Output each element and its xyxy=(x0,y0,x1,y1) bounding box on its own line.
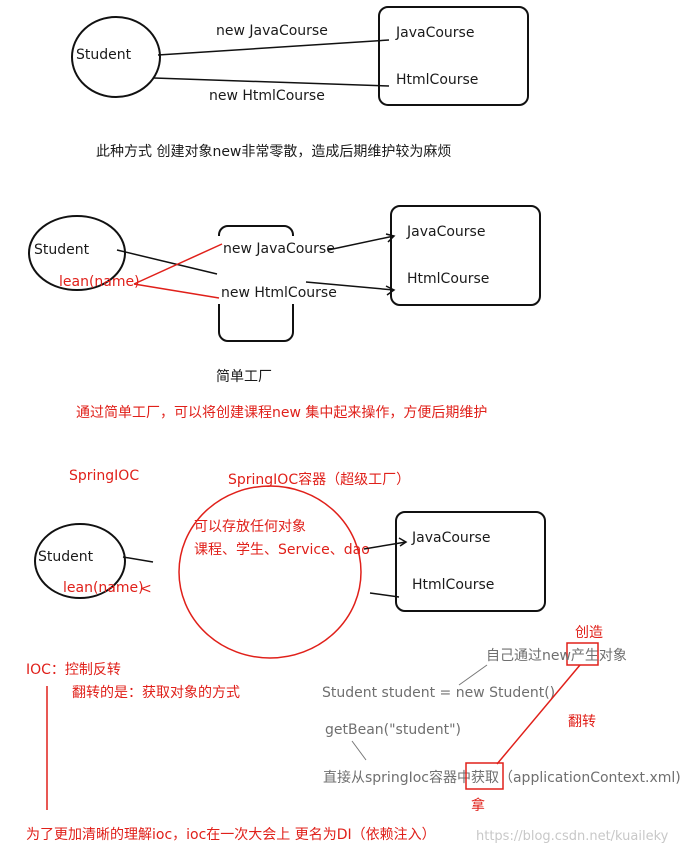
ioc-title: IOC：控制反转 xyxy=(26,662,121,678)
java-course-label: JavaCourse xyxy=(406,224,485,240)
factory-new-html-label: new HtmlCourse xyxy=(221,285,337,301)
student-node xyxy=(71,16,161,98)
java-course-label: JavaCourse xyxy=(395,25,474,41)
ioc-container xyxy=(178,485,362,659)
edge-new-html xyxy=(153,77,390,87)
edge-factory-html xyxy=(305,281,395,291)
html-course-label: HtmlCourse xyxy=(396,72,478,88)
html-course-label: HtmlCourse xyxy=(407,271,489,287)
get-bean-code: getBean("student") xyxy=(325,722,461,738)
java-course-label: JavaCourse xyxy=(411,530,490,546)
section2-note: 通过简单工厂，可以将创建课程new 集中起来操作，方便后期维护 xyxy=(76,404,487,421)
edge-new-java-label: new JavaCourse xyxy=(216,23,328,39)
section1-note: 此种方式 创建对象new非常零散，造成后期维护较为麻烦 xyxy=(96,144,451,160)
student-label: Student xyxy=(76,47,132,63)
container-line1: 可以存放任何对象 xyxy=(194,519,306,535)
edge-student-factory xyxy=(116,249,218,275)
ioc-subtitle: 翻转的是：获取对象的方式 xyxy=(72,685,240,701)
produce-highlight xyxy=(566,642,599,666)
container-line2: 课程、学生、Service、dao xyxy=(194,542,370,558)
lean-label: lean(name) xyxy=(63,580,144,596)
edge-lean-java xyxy=(133,243,223,285)
course-box xyxy=(390,205,541,306)
lean-arrow: < xyxy=(140,581,152,597)
edge-lean-html xyxy=(133,283,220,299)
student-node xyxy=(34,523,126,599)
edge-container-java-arrow xyxy=(398,537,408,547)
factory-new-java-label: new JavaCourse xyxy=(223,241,335,257)
take-label: 拿 xyxy=(471,797,485,814)
edge-factory-html-arrow xyxy=(385,285,396,296)
section-simple-factory: Student lean(name) new JavaCourse new Ht… xyxy=(28,205,541,421)
html-course-label: HtmlCourse xyxy=(412,577,494,593)
watermark: https://blog.csdn.net/kuaileky xyxy=(476,829,669,844)
ioc-footer: 为了更加清晰的理解ioc，ioc在一次大会上 更名为DI（依赖注入） xyxy=(26,827,436,843)
section-direct-new: Student JavaCourse HtmlCourse new JavaCo… xyxy=(71,6,529,160)
edge-container-java xyxy=(363,541,407,550)
course-box xyxy=(378,6,529,106)
create-label: 创造 xyxy=(575,625,603,641)
lean-label: lean(name) xyxy=(59,274,140,290)
section-ioc-explanation: IOC：控制反转 翻转的是：获取对象的方式 创造 自己通过new产生对象 Stu… xyxy=(26,625,681,843)
edge-student-container xyxy=(122,556,154,563)
student-label: Student xyxy=(34,242,90,258)
student-node xyxy=(28,215,126,291)
flip-label: 翻转 xyxy=(568,714,596,730)
student-label: Student xyxy=(38,549,94,565)
code-new-student: Student student = new Student() xyxy=(322,685,555,701)
edge-new-java xyxy=(157,39,390,56)
gray-connector xyxy=(458,664,488,686)
flip-line xyxy=(496,664,581,765)
self-new-text: 自己通过new产生对象 xyxy=(486,648,627,664)
direct-get-text: 直接从springIoc容器中获取（applicationContext.xml… xyxy=(323,769,681,786)
container-title: SpringIOC容器（超级工厂） xyxy=(228,471,410,488)
gray-connector xyxy=(351,740,367,761)
edge-factory-java-arrow xyxy=(385,233,396,243)
edge-factory-java xyxy=(327,235,395,251)
factory-caption: 简单工厂 xyxy=(216,368,272,385)
course-box xyxy=(395,511,546,612)
edge-container-html xyxy=(369,592,400,598)
section-spring-ioc: SpringIOC SpringIOC容器（超级工厂） 可以存放任何对象 课程、… xyxy=(34,468,546,659)
edge-new-html-label: new HtmlCourse xyxy=(209,88,325,104)
take-highlight xyxy=(465,762,504,790)
factory-text-mask xyxy=(218,236,330,304)
springioc-title: SpringIOC xyxy=(69,468,139,484)
